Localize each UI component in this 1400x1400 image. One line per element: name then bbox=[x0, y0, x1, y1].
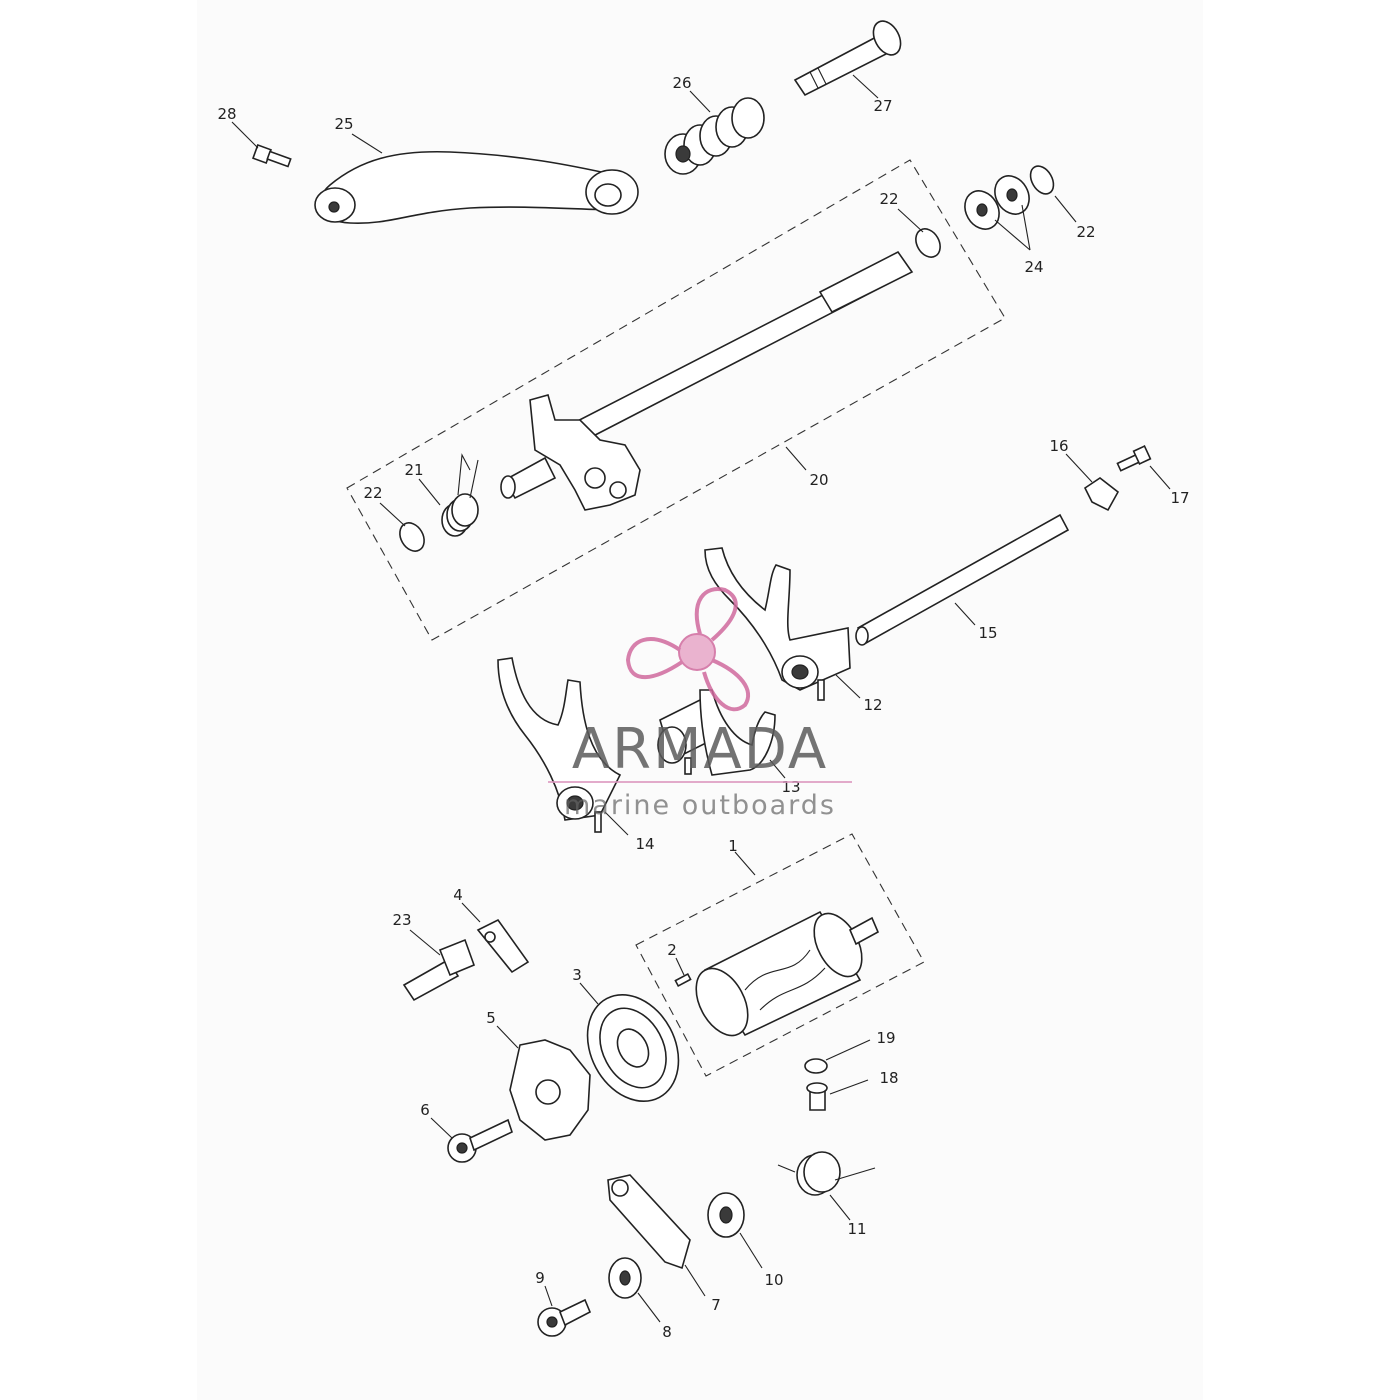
callout-18: 18 bbox=[879, 1069, 898, 1087]
shift-drum-part-1 bbox=[695, 910, 880, 1037]
callout-6: 6 bbox=[420, 1101, 430, 1119]
callout-22-right: 22 bbox=[1076, 223, 1095, 241]
spring-part-26 bbox=[664, 97, 765, 175]
callout-17: 17 bbox=[1170, 489, 1189, 507]
fork-guide-bar-part-15 bbox=[855, 513, 1070, 646]
callout-9: 9 bbox=[535, 1269, 545, 1287]
shift-shaft-part-20 bbox=[500, 250, 914, 511]
bearing-part-3 bbox=[586, 993, 680, 1103]
callout-28: 28 bbox=[217, 105, 236, 123]
callout-23: 23 bbox=[392, 911, 411, 929]
torsion-spring-part-21 bbox=[441, 453, 479, 537]
bolt-part-6 bbox=[447, 1118, 513, 1163]
callout-24: 24 bbox=[1024, 258, 1043, 276]
callout-8: 8 bbox=[662, 1323, 672, 1341]
circlip-part-22-left bbox=[399, 522, 425, 552]
callout-20: 20 bbox=[809, 471, 828, 489]
callout-27: 27 bbox=[873, 97, 892, 115]
propeller-logo-icon bbox=[625, 587, 751, 712]
plate-part-4 bbox=[476, 918, 530, 974]
spring-part-11 bbox=[777, 1151, 876, 1196]
circlip-part-22-upper bbox=[915, 228, 941, 258]
callout-4: 4 bbox=[453, 886, 463, 904]
callout-labels: 1 2 3 4 5 6 7 8 9 10 11 12 13 14 15 16 1… bbox=[217, 74, 1189, 1341]
callout-16: 16 bbox=[1049, 437, 1068, 455]
watermark-brand-name: ARMADA bbox=[571, 717, 829, 782]
callout-7: 7 bbox=[711, 1296, 721, 1314]
washer-part-19 bbox=[804, 1058, 828, 1074]
bolt-part-28 bbox=[252, 144, 292, 168]
washers-part-24 bbox=[964, 175, 1030, 230]
callout-22-upper: 22 bbox=[879, 190, 898, 208]
callout-10: 10 bbox=[764, 1271, 783, 1289]
callout-22-left: 22 bbox=[363, 484, 382, 502]
washer-part-10 bbox=[707, 1192, 745, 1238]
segment-part-5 bbox=[509, 1039, 591, 1141]
bolt-part-23 bbox=[402, 938, 476, 1002]
callout-26: 26 bbox=[672, 74, 691, 92]
callout-14: 14 bbox=[635, 835, 654, 853]
callout-21: 21 bbox=[404, 461, 423, 479]
screw-part-17 bbox=[1116, 445, 1152, 472]
callout-19: 19 bbox=[876, 1029, 895, 1047]
shift-fork-part-12 bbox=[704, 547, 851, 701]
callout-15: 15 bbox=[978, 624, 997, 642]
shift-fork-part-14 bbox=[497, 657, 622, 833]
stopper-plate-part-16 bbox=[1083, 477, 1120, 512]
callout-2: 2 bbox=[667, 941, 677, 959]
dowel-pin-part-2 bbox=[674, 972, 692, 988]
shift-pedal-part-25 bbox=[314, 150, 639, 225]
circlip-part-22-right bbox=[1029, 165, 1055, 195]
callout-25: 25 bbox=[334, 115, 353, 133]
callout-3: 3 bbox=[572, 966, 582, 984]
callout-1: 1 bbox=[728, 837, 738, 855]
pin-part-27 bbox=[793, 20, 902, 97]
bolt-part-9 bbox=[537, 1298, 592, 1337]
shift-lever-part-7 bbox=[607, 1174, 691, 1270]
watermark-tagline: marine outboards bbox=[563, 790, 836, 821]
washer-part-8 bbox=[608, 1257, 642, 1299]
shift-fork-part-13 bbox=[657, 689, 776, 776]
shift-shaft-group-box bbox=[346, 159, 1006, 641]
screw-part-18 bbox=[806, 1082, 828, 1111]
callout-11: 11 bbox=[847, 1220, 866, 1238]
leader-lines bbox=[231, 74, 1171, 1323]
watermark-divider bbox=[548, 781, 852, 783]
callout-12: 12 bbox=[863, 696, 882, 714]
callout-5: 5 bbox=[486, 1009, 496, 1027]
